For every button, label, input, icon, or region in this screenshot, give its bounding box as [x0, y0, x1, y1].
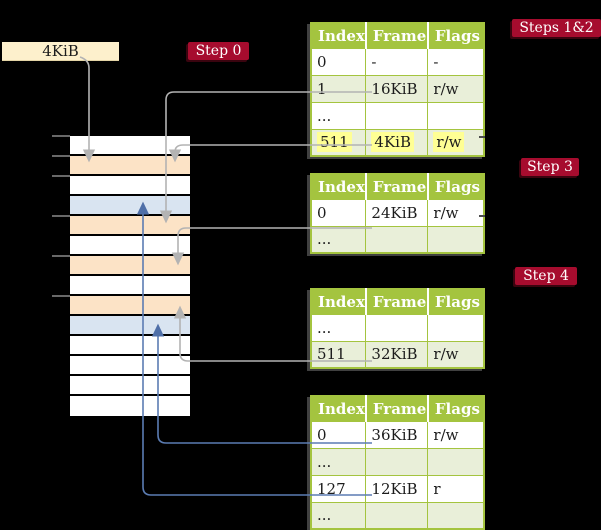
- table-row: ...: [310, 501, 485, 530]
- table-cell: 12KiB: [365, 474, 429, 503]
- memory-frame-row-1: [70, 156, 190, 176]
- table-cell: [365, 313, 429, 342]
- table-cell: 0: [310, 420, 367, 449]
- table-row: ...: [310, 313, 485, 342]
- memory-frame-row-11: [70, 356, 190, 376]
- frame-size-label: 4KiB: [42, 42, 79, 60]
- memory-frame-row-9: [70, 316, 190, 336]
- frame-size-label-box: 4KiB: [2, 42, 119, 61]
- table-row: ...: [310, 101, 485, 130]
- table-cell: ...: [310, 101, 367, 130]
- table-row: ...: [310, 447, 485, 476]
- table-cell: 0: [310, 47, 367, 76]
- badge-step-0: Step 0: [188, 42, 249, 60]
- table-row: ...: [310, 225, 485, 254]
- table-cell: [427, 447, 485, 476]
- column-header: Frame: [365, 23, 429, 48]
- highlighted-value: 4KiB: [371, 132, 414, 153]
- table-cell: -: [365, 47, 429, 76]
- table-cell: [427, 101, 485, 130]
- memory-frame-row-7: [70, 276, 190, 296]
- column-header: Frame: [365, 174, 429, 199]
- badge-step-4: Step 4: [515, 267, 577, 285]
- table-cell: 0: [310, 198, 367, 227]
- table-cell: 511: [310, 340, 367, 369]
- table-row: 0--: [310, 47, 485, 76]
- table-cell: 511: [310, 128, 367, 157]
- table-cell: [427, 225, 485, 254]
- column-header: Flags: [427, 23, 484, 48]
- memory-frame-row-2: [70, 176, 190, 196]
- highlighted-value: r/w: [433, 132, 465, 153]
- table-cell: 127: [310, 474, 367, 503]
- badge-step-3: Step 3: [521, 158, 579, 176]
- memory-frame-row-6: [70, 256, 190, 276]
- column-header: Flags: [427, 289, 484, 314]
- table-cell: [365, 447, 429, 476]
- table-cell: -: [427, 47, 485, 76]
- table-cell: ...: [310, 447, 367, 476]
- table-cell: [365, 501, 429, 530]
- table-cell: r/w: [427, 128, 485, 157]
- memory-frame-row-13: [70, 396, 190, 416]
- table-row: 511 4KiB r/w: [310, 128, 485, 157]
- column-header: Index: [311, 396, 367, 421]
- table-cell: 1: [310, 74, 367, 103]
- badge-steps-1-2: Steps 1&2: [512, 19, 601, 37]
- table-cell: ...: [310, 225, 367, 254]
- table-cell: [365, 225, 429, 254]
- table-cell: ...: [310, 313, 367, 342]
- memory-frame-row-12: [70, 376, 190, 396]
- column-header: Index: [311, 289, 367, 314]
- memory-frame-row-4: [70, 216, 190, 236]
- highlighted-value: 511: [317, 132, 352, 153]
- column-header: Flags: [427, 396, 484, 421]
- table-cell: r: [427, 474, 485, 503]
- column-header: Index: [311, 23, 367, 48]
- table-cell: r/w: [427, 420, 485, 449]
- table-cell: r/w: [427, 340, 485, 369]
- table-cell: r/w: [427, 198, 485, 227]
- table-cell: ...: [310, 501, 367, 530]
- table-cell: [427, 313, 485, 342]
- column-header: Frame: [365, 289, 429, 314]
- table-cell: 16KiB: [365, 74, 429, 103]
- column-header: Frame: [365, 396, 429, 421]
- table-cell: [365, 101, 429, 130]
- memory-frame-row-0: [70, 136, 190, 156]
- table-cell: 36KiB: [365, 420, 429, 449]
- table-cell: 24KiB: [365, 198, 429, 227]
- memory-frame-row-3: [70, 196, 190, 216]
- memory-frame-row-5: [70, 236, 190, 256]
- memory-frame-row-8: [70, 296, 190, 316]
- column-header: Index: [311, 174, 367, 199]
- column-header: Flags: [427, 174, 484, 199]
- table-cell: 4KiB: [365, 128, 429, 157]
- memory-frame-row-10: [70, 336, 190, 356]
- table-cell: 32KiB: [365, 340, 429, 369]
- table-cell: [427, 501, 485, 530]
- memory-column: [68, 134, 192, 418]
- table-cell: r/w: [427, 74, 485, 103]
